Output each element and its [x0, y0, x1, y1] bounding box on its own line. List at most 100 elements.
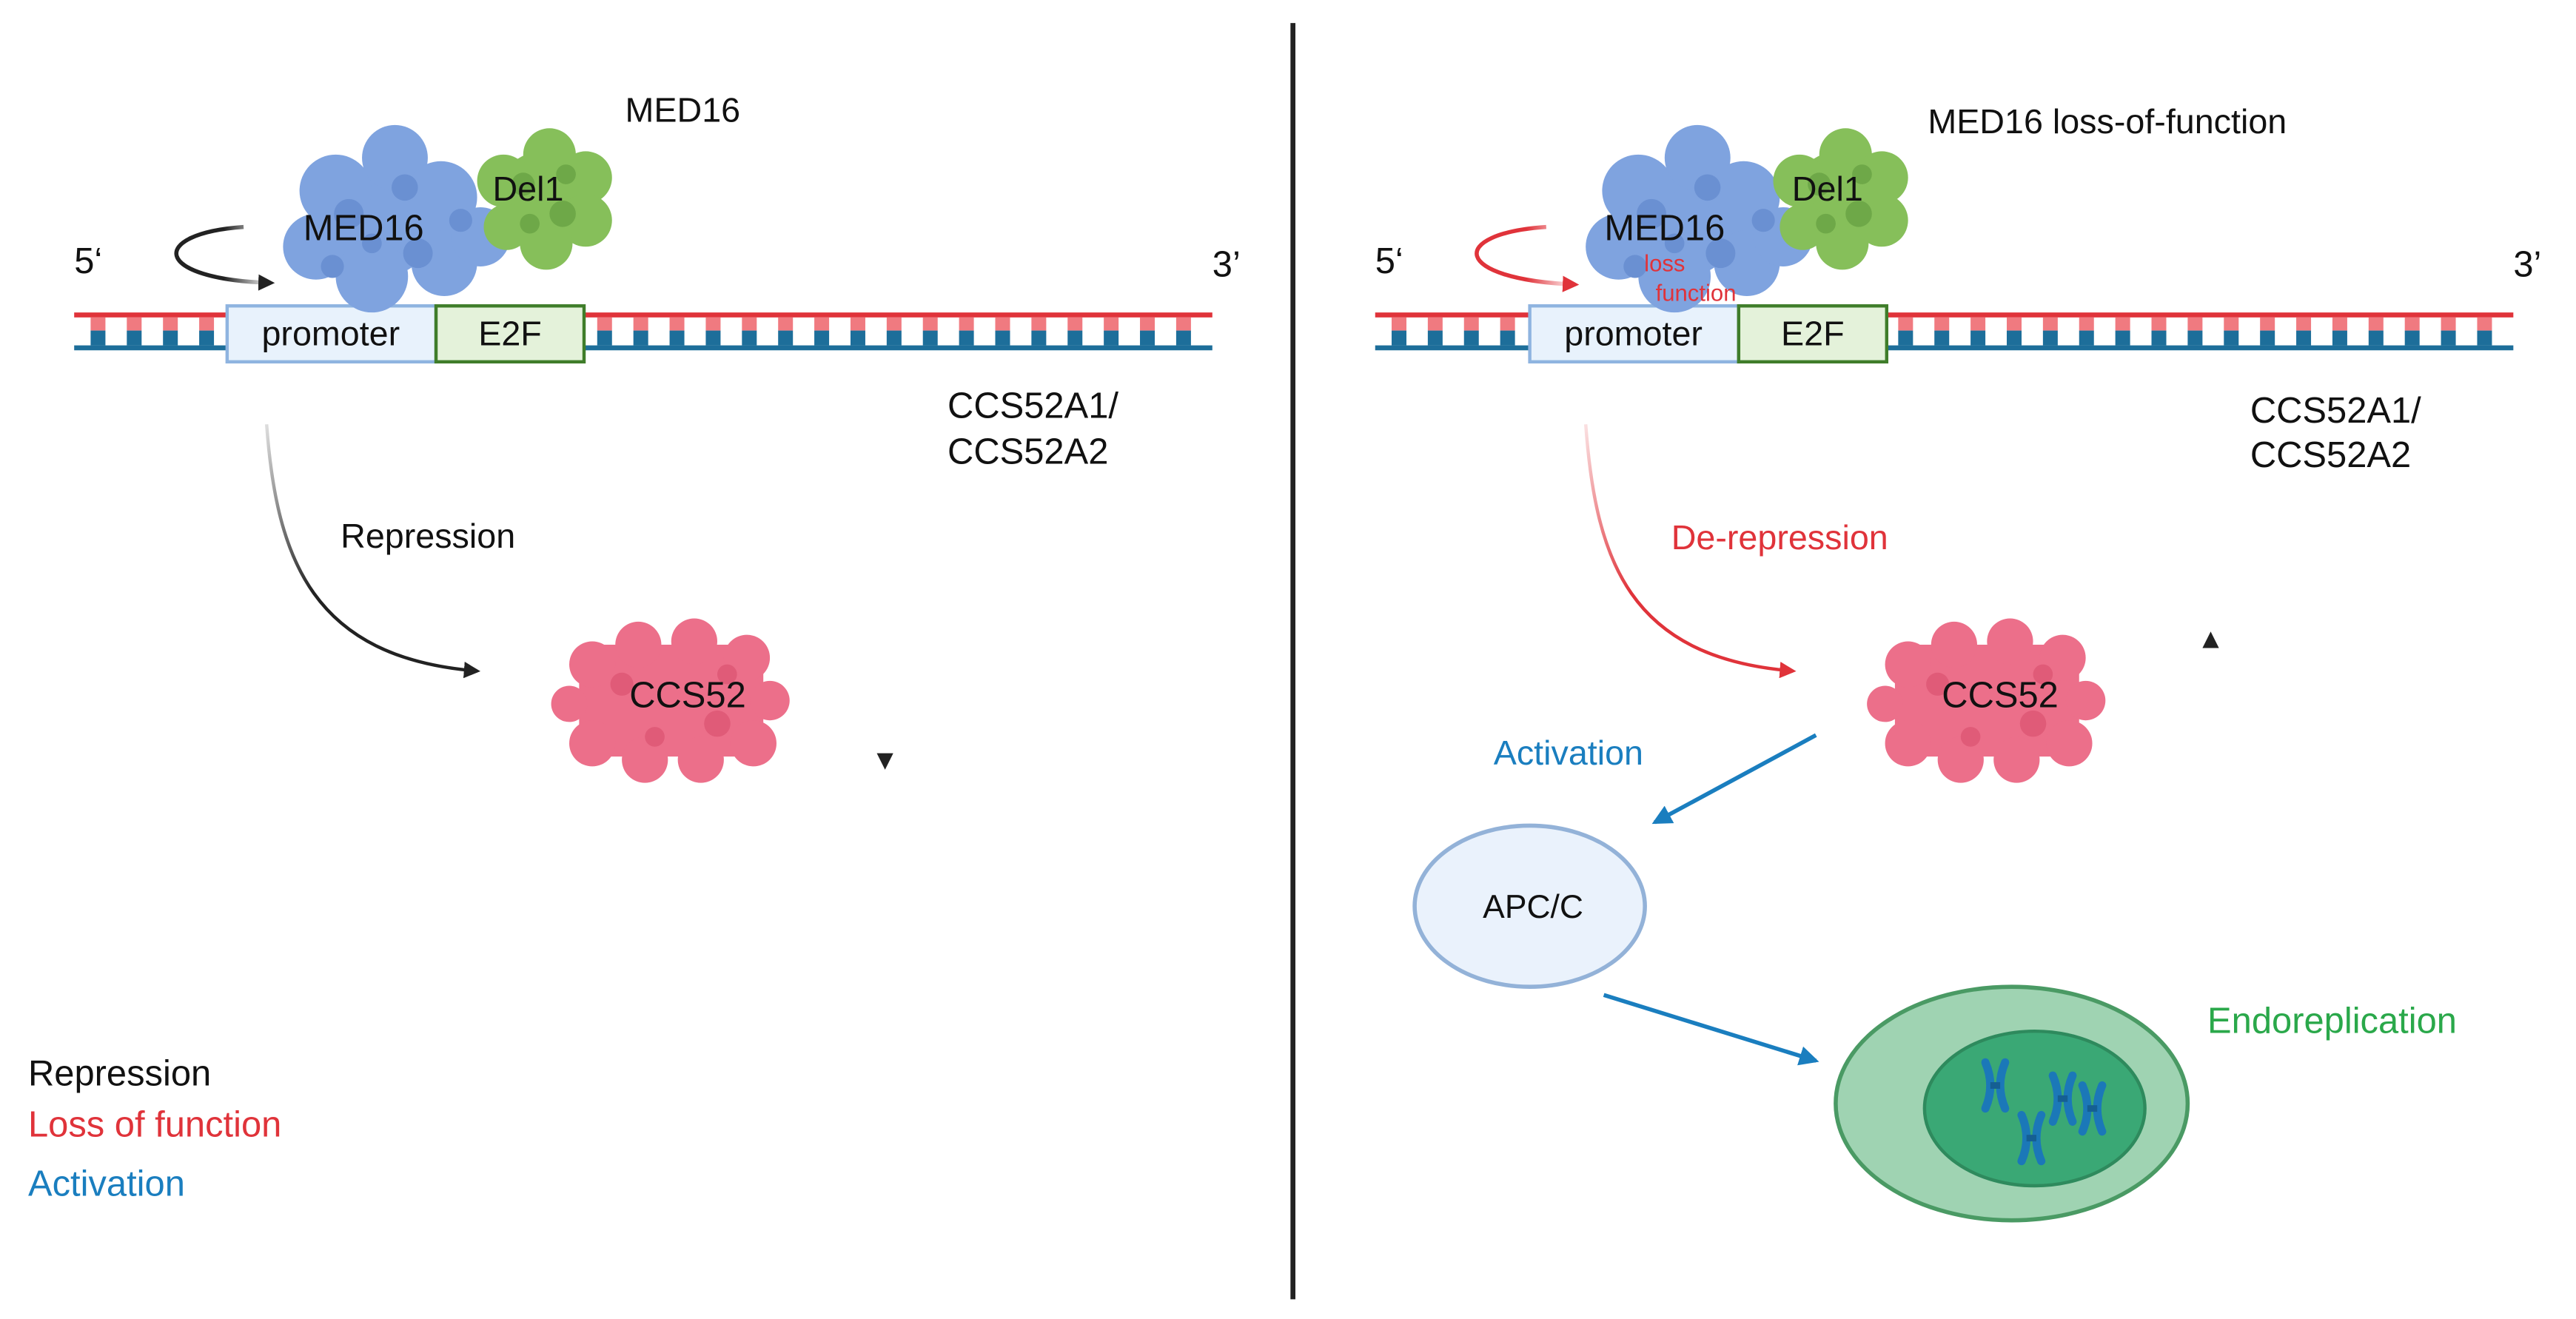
dna-base-bottom — [742, 330, 757, 346]
endoreplication-label: Endoreplication — [2207, 1001, 2457, 1041]
right-del1-label: Del1 — [1792, 170, 1863, 208]
dna-base-bottom — [633, 330, 648, 346]
dna-base-top — [1140, 317, 1155, 331]
endoreplicating-cell — [1834, 984, 2190, 1223]
dna-base-top — [2006, 317, 2022, 331]
dna-base-bottom — [2260, 330, 2275, 346]
dna-base-top — [2079, 317, 2094, 331]
dna-base-top — [633, 317, 648, 331]
dna-base-top — [2296, 317, 2312, 331]
dna-base-top — [959, 317, 974, 331]
dna-base-bottom — [2404, 330, 2420, 346]
dna-base-top — [1104, 317, 1119, 331]
dna-base-bottom — [1934, 330, 1950, 346]
cell-nucleus — [1922, 1029, 2147, 1188]
dna-base-top — [2151, 317, 2167, 331]
right-med16-label: MED16 — [1604, 208, 1725, 248]
dna-base-top — [1463, 317, 1479, 331]
dna-base-top — [1970, 317, 1986, 331]
apc-c-complex — [1412, 823, 1647, 989]
right-panel: MED16 loss-of-function 5‘ 3’ promoter E2… — [1375, 102, 2541, 1223]
dna-base-bottom — [2332, 330, 2347, 346]
left-effect-label: Repression — [341, 517, 515, 555]
right-binding-arrow — [1475, 224, 1580, 292]
dna-base-top — [1175, 317, 1191, 331]
dna-base-bottom — [597, 330, 612, 346]
dna-base-top — [1898, 317, 1913, 331]
left-gene-name-line1: CCS52A1/ — [947, 386, 1118, 426]
dna-base-bottom — [2079, 330, 2094, 346]
dna-base-bottom — [705, 330, 721, 346]
dna-base-top — [886, 317, 902, 331]
dna-base-top — [814, 317, 830, 331]
dna-base-bottom — [1391, 330, 1406, 346]
dna-base-bottom — [995, 330, 1010, 346]
dna-base-bottom — [2224, 330, 2239, 346]
endoreplication-arrow — [1603, 993, 1819, 1066]
dna-base-bottom — [163, 330, 178, 346]
dna-base-top — [1934, 317, 1950, 331]
left-repression-arrow — [264, 424, 481, 679]
right-loss-label-line2: function — [1656, 281, 1737, 306]
dna-base-top — [2368, 317, 2384, 331]
right-3-prime-label: 3’ — [2513, 244, 2541, 284]
dna-base-bottom — [669, 330, 685, 346]
right-activation-label: Activation — [1494, 734, 1643, 772]
dna-base-bottom — [2441, 330, 2456, 346]
left-binding-arrow — [174, 224, 275, 291]
right-5-prime-label: 5‘ — [1375, 241, 1403, 281]
dna-base-top — [1427, 317, 1443, 331]
right-derepression-arrow — [1583, 424, 1797, 679]
right-effect-label: De-repression — [1671, 518, 1888, 557]
dna-base-top — [995, 317, 1010, 331]
dna-base-bottom — [886, 330, 902, 346]
dna-base-bottom — [1970, 330, 1986, 346]
dna-base-bottom — [2368, 330, 2384, 346]
dna-base-bottom — [127, 330, 142, 346]
dna-base-top — [2404, 317, 2420, 331]
left-3-prime-label: 3’ — [1212, 244, 1241, 284]
dna-base-top — [742, 317, 757, 331]
dna-base-bottom — [814, 330, 830, 346]
right-gene-name-line2: CCS52A2 — [2250, 435, 2411, 475]
left-e2f-label: E2F — [478, 315, 542, 353]
dna-base-bottom — [90, 330, 106, 346]
dna-base-bottom — [1463, 330, 1479, 346]
dna-base-bottom — [1104, 330, 1119, 346]
left-promoter-label: promoter — [261, 315, 400, 353]
right-e2f-box — [1737, 304, 1889, 364]
dna-base-bottom — [2296, 330, 2312, 346]
dna-base-bottom — [1500, 330, 1515, 346]
left-gene-name-line2: CCS52A2 — [947, 432, 1108, 472]
right-e2f-label: E2F — [1781, 315, 1845, 353]
right-loss-label-line1: loss — [1644, 251, 1685, 277]
legend-activation: Activation — [28, 1164, 185, 1204]
dna-base-bottom — [1898, 330, 1913, 346]
left-med16-label: MED16 — [303, 208, 424, 248]
right-promoter-label: promoter — [1564, 315, 1703, 353]
legend-loss-of-function: Loss of function — [28, 1104, 281, 1144]
dna-base-top — [2042, 317, 2058, 331]
dna-base-top — [90, 317, 106, 331]
dna-base-top — [1391, 317, 1406, 331]
left-panel: MED16 5‘ 3’ promoter E2F MED16 Del1 CCS5… — [74, 90, 1241, 783]
left-5-prime-label: 5‘ — [74, 241, 102, 281]
dna-base-bottom — [850, 330, 865, 346]
activation-arrow — [1651, 733, 1817, 825]
dna-base-top — [778, 317, 794, 331]
dna-base-bottom — [199, 330, 215, 346]
dna-base-bottom — [1031, 330, 1047, 346]
legend-repression: Repression — [28, 1053, 211, 1093]
dna-base-bottom — [2187, 330, 2203, 346]
dna-base-top — [850, 317, 865, 331]
dna-base-top — [2224, 317, 2239, 331]
dna-base-top — [163, 317, 178, 331]
dna-base-bottom — [922, 330, 938, 346]
dna-base-top — [2260, 317, 2275, 331]
dna-base-bottom — [1175, 330, 1191, 346]
left-promoter-box — [225, 304, 438, 364]
dna-base-top — [2187, 317, 2203, 331]
right-title: MED16 loss-of-function — [1928, 102, 2287, 141]
legend: Repression Loss of function Activation — [28, 1053, 281, 1204]
